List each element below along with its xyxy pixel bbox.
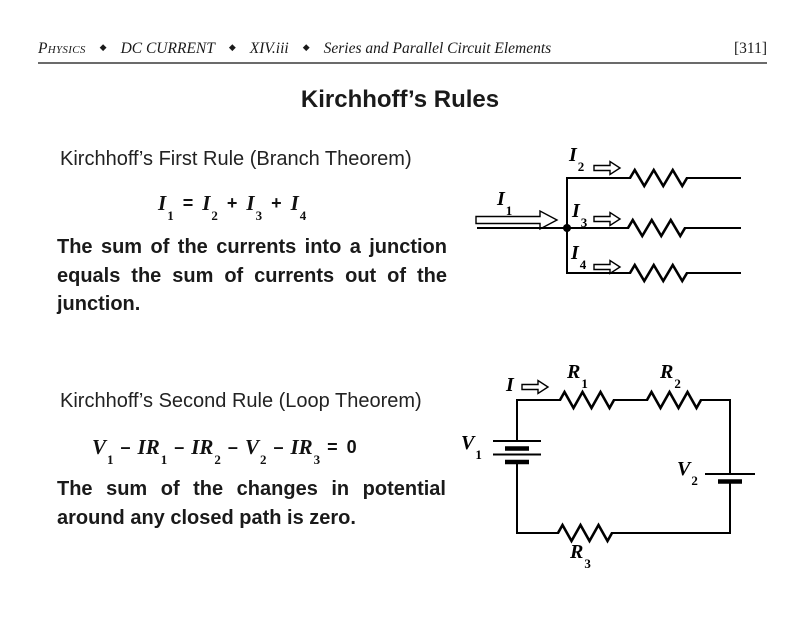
equals-operator: = <box>182 193 194 213</box>
minus-operator: – <box>227 437 238 457</box>
label-r2: R2 <box>660 361 681 391</box>
header-breadcrumb: Physics ◆ DC CURRENT ◆ XIV.iii ◆ Series … <box>38 40 551 58</box>
diamond-separator-icon: ◆ <box>228 41 236 52</box>
label-i2: I2 <box>569 144 585 174</box>
rule1-equation: I1 = I2 + I3 + I4 <box>158 191 307 223</box>
equation-term-i4: I4 <box>290 191 307 223</box>
diamond-separator-icon: ◆ <box>302 41 310 52</box>
resistor-icon <box>628 262 689 284</box>
diamond-separator-icon: ◆ <box>99 41 107 52</box>
header-section-title: Series and Parallel Circuit Elements <box>323 40 552 57</box>
equation-zero: 0 <box>346 437 357 457</box>
current-arrow-icon <box>593 160 622 176</box>
branch-circuit-diagram <box>475 160 741 284</box>
plus-operator: + <box>271 193 282 213</box>
plus-operator: + <box>226 193 238 213</box>
equation-term-ir2: IR2 <box>191 435 221 467</box>
resistor-icon <box>556 522 614 544</box>
label-v1: V1 <box>461 432 482 462</box>
resistor-icon <box>558 389 616 411</box>
resistor-icon <box>645 389 703 411</box>
label-v2: V2 <box>677 458 698 488</box>
current-arrow-icon <box>593 211 622 227</box>
label-r3: R3 <box>570 541 591 571</box>
equation-term-ir1: IR1 <box>137 435 168 467</box>
header-divider <box>38 62 767 64</box>
minus-operator: – <box>273 437 284 457</box>
equation-term-i2: I2 <box>202 191 218 223</box>
page-number: [311] <box>734 40 767 57</box>
resistor-icon <box>626 217 687 239</box>
header-section-number: XIV.iii <box>249 40 289 57</box>
equation-term-v2: V2 <box>244 435 267 467</box>
rule2-heading: Kirchhoff’s Second Rule (Loop Theorem) <box>60 390 422 412</box>
resistor-icon <box>628 167 689 189</box>
current-arrow-icon <box>593 259 622 275</box>
header-subject: Physics <box>38 40 86 57</box>
equation-term-v1: V1 <box>92 435 114 467</box>
rule1-heading: Kirchhoff’s First Rule (Branch Theorem) <box>60 148 412 170</box>
label-i1: I1 <box>497 188 513 218</box>
current-arrow-icon <box>475 209 559 231</box>
header-chapter: DC CURRENT <box>120 40 215 57</box>
minus-operator: – <box>174 437 185 457</box>
label-i4: I4 <box>571 242 587 272</box>
loop-circuit-diagram <box>493 379 755 544</box>
rule2-equation: V1 – IR1 – IR2 – V2 – IR3 = 0 <box>92 435 357 467</box>
equation-term-ir3: IR3 <box>290 435 321 467</box>
label-r1: R1 <box>567 361 588 391</box>
label-i: I <box>506 374 514 396</box>
page-header: Physics ◆ DC CURRENT ◆ XIV.iii ◆ Series … <box>38 40 767 58</box>
rule2-body: The sum of the changes in potential arou… <box>57 478 446 529</box>
rule1-body: The sum of the currents into a junction … <box>57 236 447 315</box>
equation-term-i3: I3 <box>246 191 263 223</box>
label-i3: I3 <box>572 200 588 230</box>
page-title: Kirchhoff’s Rules <box>300 86 500 113</box>
equation-term-i1: I1 <box>158 191 174 223</box>
minus-operator: – <box>120 437 131 457</box>
equals-operator: = <box>327 437 338 457</box>
current-arrow-icon <box>521 379 550 395</box>
